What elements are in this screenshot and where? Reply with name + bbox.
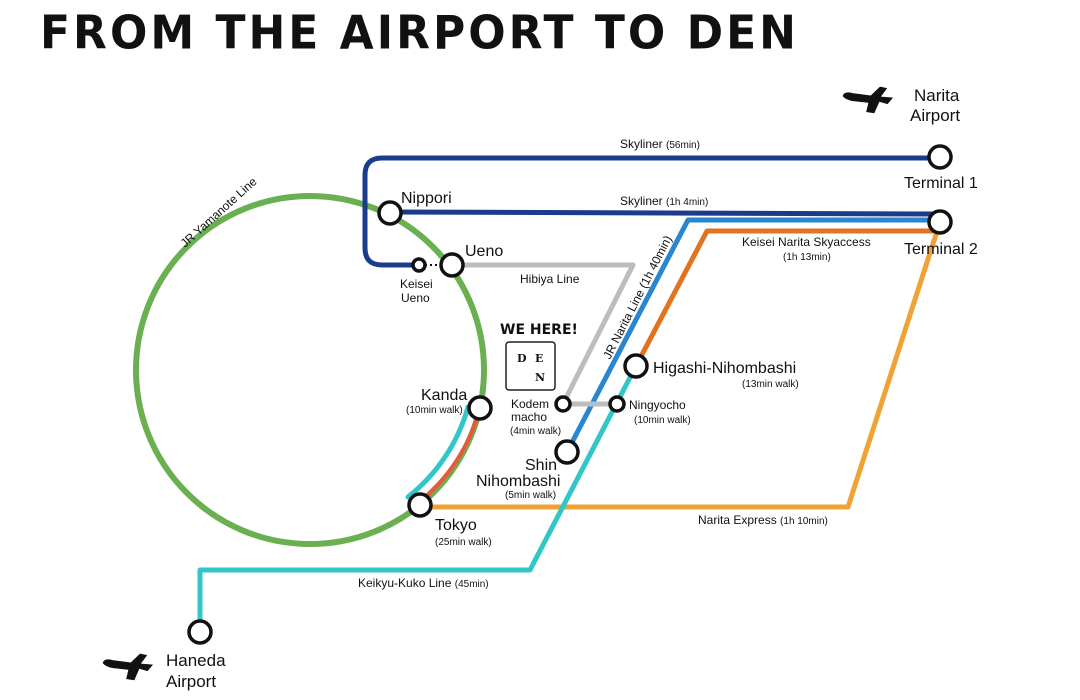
skyliner-64-label: Skyliner (1h 4min) [620, 194, 708, 208]
asakusa-red-arc [417, 408, 481, 504]
station-terminal1[interactable] [927, 144, 953, 170]
skyliner-56-label: Skyliner (56min) [620, 137, 700, 151]
hibiya-line [449, 262, 636, 407]
map-title: FROM THE AIRPORT TO DEN [40, 6, 799, 61]
label-tokyo: Tokyo [435, 517, 477, 534]
station-shin-nihombashi[interactable] [554, 439, 580, 465]
we-here-label: WE HERE! [500, 322, 578, 338]
den-logo: D E N [505, 341, 556, 391]
station-ueno[interactable] [439, 252, 465, 278]
label-ueno: Ueno [465, 243, 503, 260]
station-tokyo[interactable] [407, 492, 433, 518]
keikyu-line [197, 363, 639, 635]
label-shin-walk: (5min walk) [505, 490, 556, 501]
keikyu-label: Keikyu-Kuko Line (45min) [358, 576, 489, 590]
label-shin-1: Shin [525, 457, 557, 474]
station-terminal2[interactable] [927, 209, 953, 235]
haneda-plane-icon [102, 653, 154, 681]
skyliner-56-line [362, 155, 943, 268]
label-higashi: Higashi-Nihombashi [653, 360, 796, 377]
keikyu-arc [405, 404, 471, 500]
narita-plane-icon [842, 86, 894, 114]
station-higashi-nihombashi[interactable] [623, 353, 649, 379]
label-kodemmacho-walk: (4min walk) [510, 426, 561, 437]
label-keisei-ueno-1: Keisei [400, 277, 433, 291]
jr-narita-label: JR Narita Line (1h 40min) [600, 233, 675, 361]
label-shin-2: Nihombashi [476, 473, 560, 490]
station-kodemmacho[interactable] [554, 395, 572, 413]
narita-label-2: Airport [910, 106, 960, 125]
skyliner-64-line [387, 209, 943, 217]
yamanote-line [133, 193, 487, 547]
skyaccess-time: (1h 13min) [783, 252, 831, 263]
skyaccess-label: Keisei Narita Skyaccess [742, 235, 871, 249]
yamanote-label: JR Yamanote Line [178, 174, 260, 250]
label-ningyocho: Ningyocho [629, 398, 686, 412]
svg-text:E: E [535, 352, 543, 365]
label-nippori: Nippori [401, 190, 452, 207]
jr-narita-line [564, 217, 938, 455]
hibiya-label: Hibiya Line [520, 272, 580, 286]
label-terminal2: Terminal 2 [904, 241, 978, 258]
svg-text:D: D [517, 352, 527, 365]
label-terminal1: Terminal 1 [904, 175, 978, 192]
skyaccess-line [633, 228, 938, 369]
label-keisei-ueno-2: Ueno [401, 291, 430, 305]
haneda-label-2: Airport [166, 672, 216, 691]
station-haneda[interactable] [187, 619, 213, 645]
station-ningyocho[interactable] [608, 395, 626, 413]
label-kodemmacho-2: macho [511, 410, 547, 424]
label-kanda: Kanda [421, 387, 467, 404]
label-kodemmacho-1: Kodem [511, 397, 549, 411]
station-kanda[interactable] [467, 395, 493, 421]
narita-label-1: Narita [914, 86, 960, 105]
label-tokyo-walk: (25min walk) [435, 537, 492, 548]
label-ningyocho-walk: (10min walk) [634, 415, 691, 426]
label-higashi-walk: (13min walk) [742, 379, 799, 390]
haneda-label-1: Haneda [166, 651, 226, 670]
svg-text:N: N [535, 371, 545, 384]
station-nippori[interactable] [377, 200, 403, 226]
label-kanda-walk: (10min walk) [406, 405, 463, 416]
station-keisei-ueno[interactable] [411, 257, 427, 273]
narita-express-label: Narita Express (1h 10min) [698, 513, 828, 527]
